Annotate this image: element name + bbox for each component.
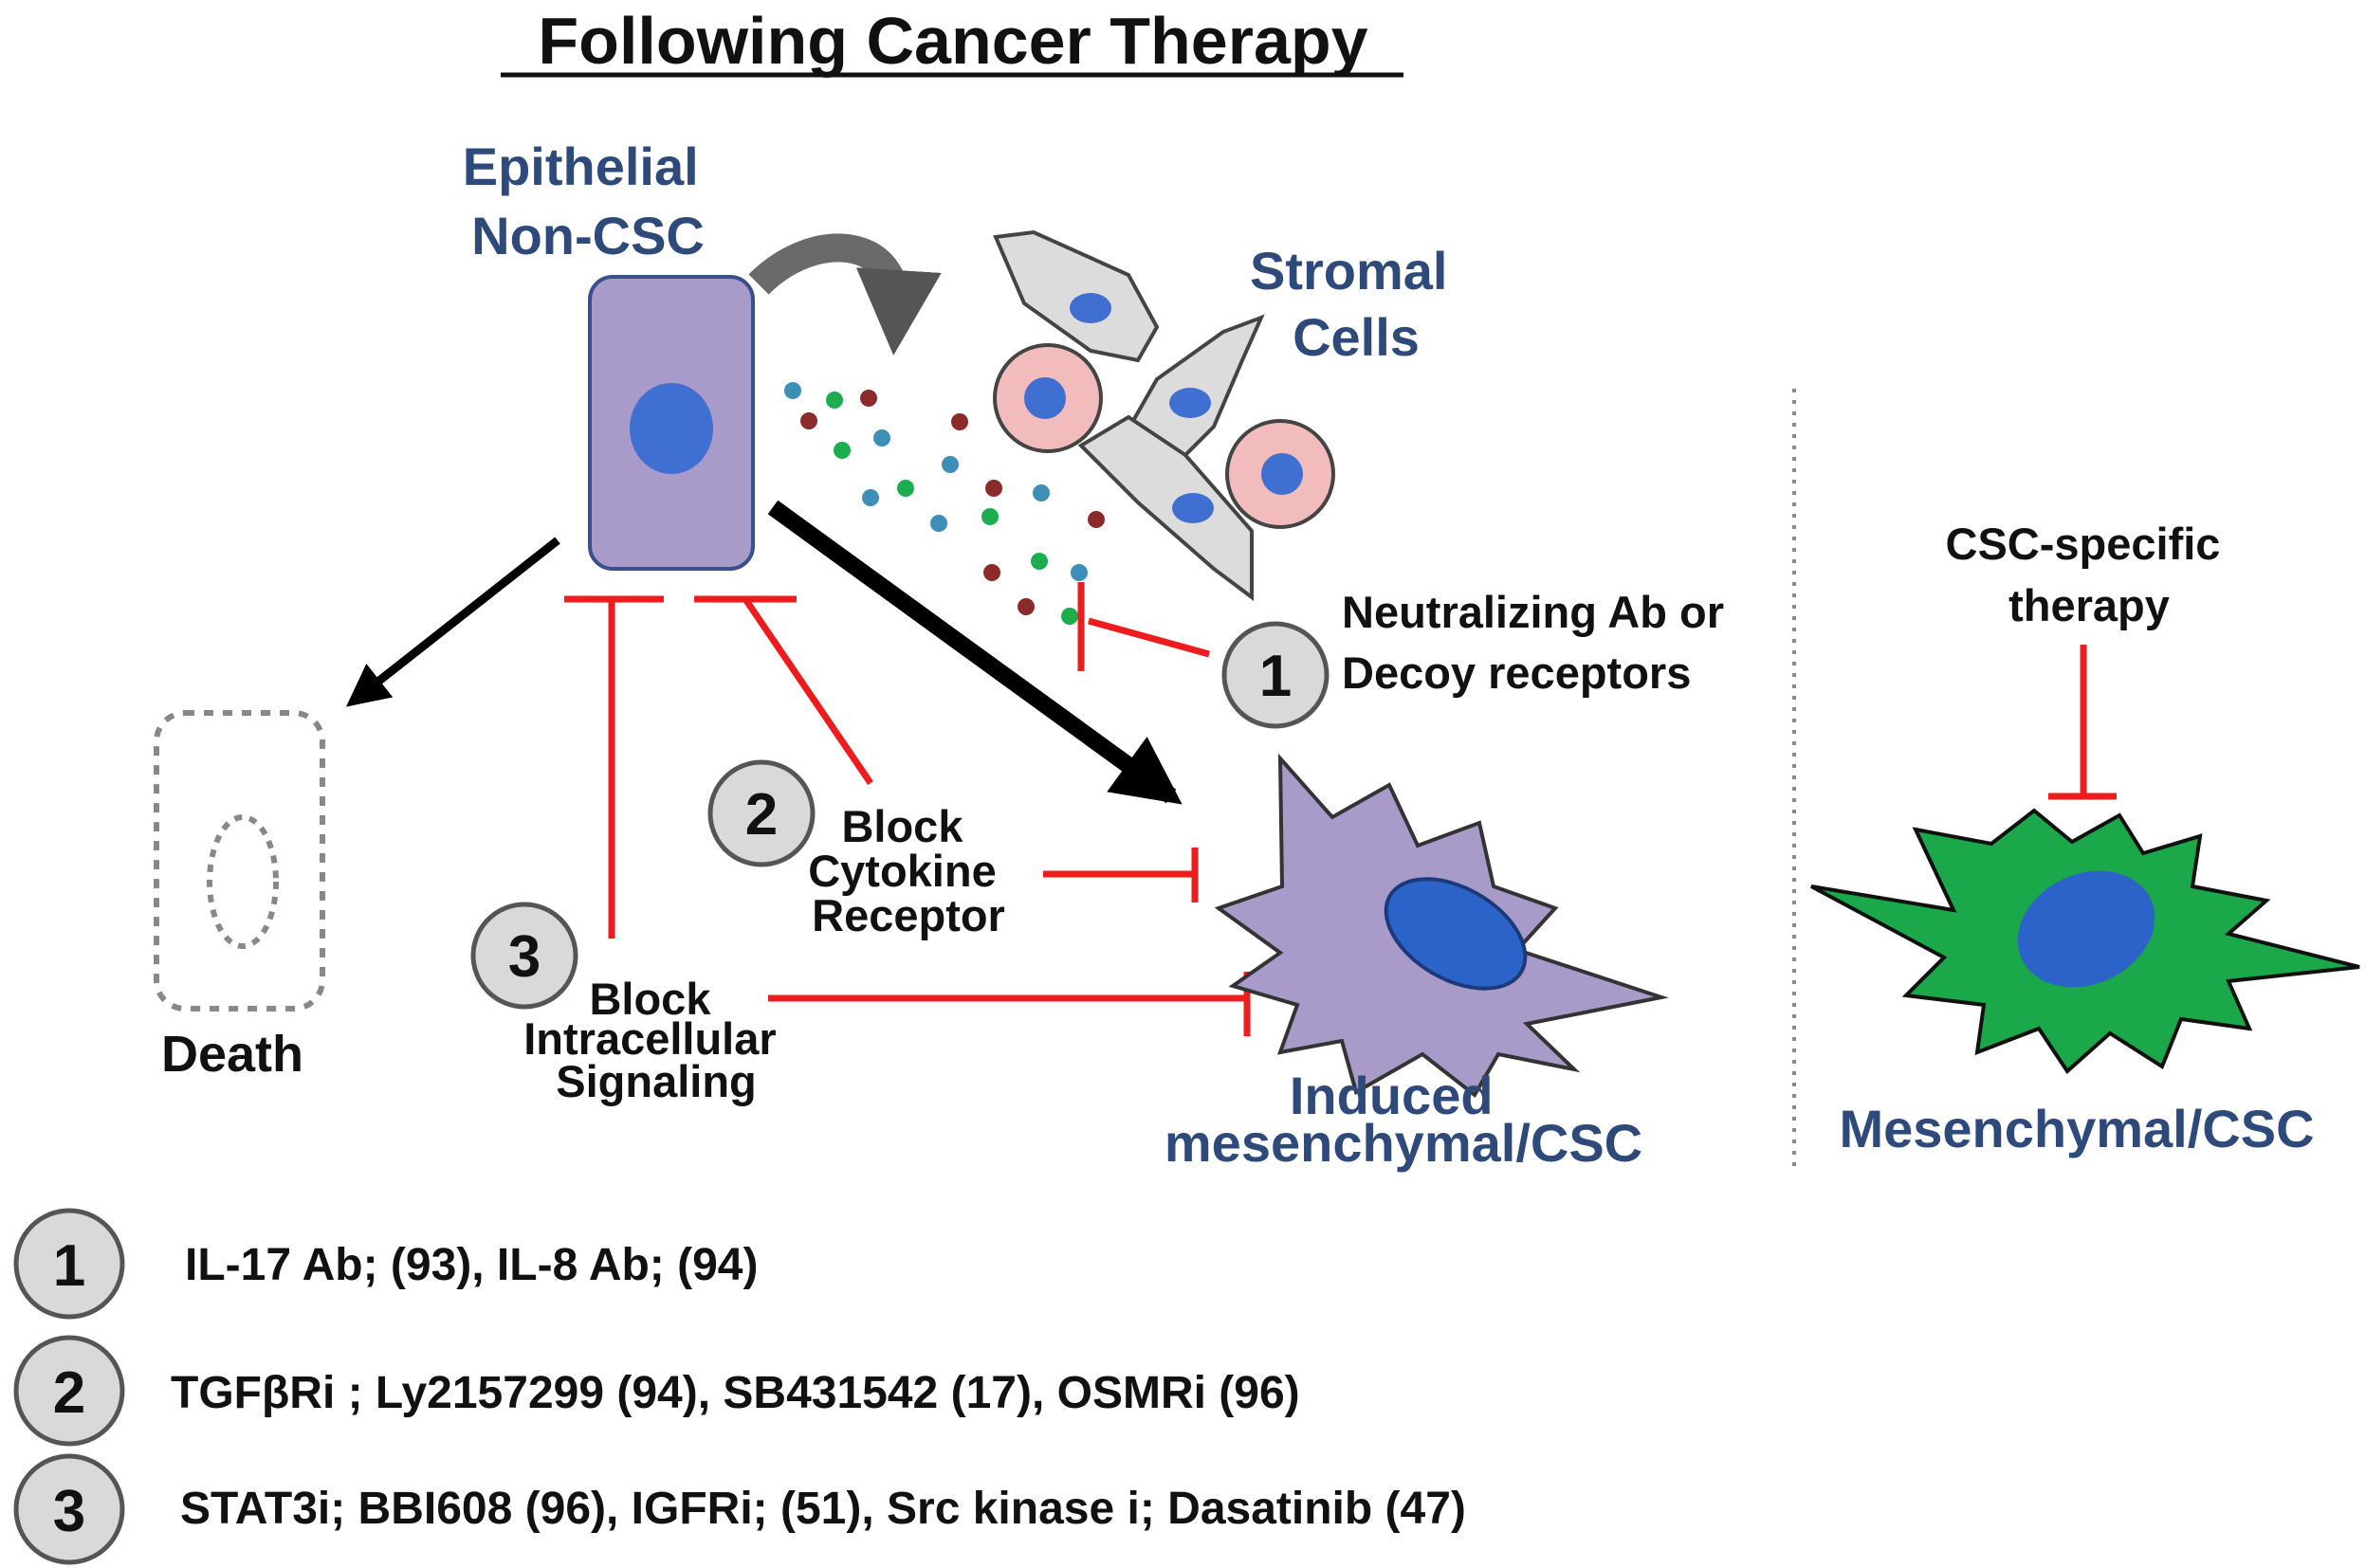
legend-text-2: TGFβRi ; Ly2157299 (94), SB431542 (17), … xyxy=(171,1368,1300,1418)
legend-text-3: STAT3i; BBI608 (96), IGFRi; (51), Src ki… xyxy=(180,1484,1466,1534)
dead-cell xyxy=(154,710,325,1012)
legend-item-3: 3 STAT3i; BBI608 (96), IGFRi; (51), Src … xyxy=(13,1453,1466,1565)
feedback-arrow xyxy=(748,233,942,356)
legend-item-1: 1 IL-17 Ab; (93), IL-8 Ab; (94) xyxy=(13,1208,758,1320)
intervention-3-label: Block Intracellular Signaling xyxy=(523,974,789,1106)
cytokine-dots xyxy=(784,382,1105,625)
epithelial-cell xyxy=(588,275,755,571)
inhibition-line-1 xyxy=(1077,582,1210,671)
badge-3 xyxy=(470,902,578,1010)
induction-arrow xyxy=(767,500,1183,805)
inhibition-line-2-receptor xyxy=(694,595,873,785)
csc-therapy-inhibition xyxy=(2048,645,2117,800)
stromal-fibroblast xyxy=(1077,414,1254,601)
mesenchymal-csc-label: Mesenchymal/CSC xyxy=(1839,1099,2314,1158)
inhibition-line-3-receptor xyxy=(564,595,664,939)
svg-text:2: 2 xyxy=(53,1360,85,1426)
inhibition-line-2-induced xyxy=(1043,848,1199,903)
epithelial-label: Epithelial Non-CSC xyxy=(463,137,714,265)
epithelial-nucleus xyxy=(630,383,713,474)
legend-text-1: IL-17 Ab; (93), IL-8 Ab; (94) xyxy=(185,1240,758,1290)
svg-text:1: 1 xyxy=(53,1233,85,1299)
badge-2-number: 2 xyxy=(745,782,778,848)
badge-3-number: 3 xyxy=(508,924,541,990)
badge-1-number: 1 xyxy=(1259,644,1292,709)
inhibition-line-3-induced xyxy=(768,972,1251,1036)
death-label: Death xyxy=(161,1026,303,1083)
intervention-2-label: Block Cytokine Receptor xyxy=(808,801,1009,940)
badge-2 xyxy=(707,759,816,867)
intervention-2: 2 Block Cytokine Receptor xyxy=(707,759,1009,940)
legend-item-2: 2 TGFβRi ; Ly2157299 (94), SB431542 (17)… xyxy=(13,1335,1300,1447)
diagram-title: Following Cancer Therapy xyxy=(538,4,1367,78)
stromal-fibroblast xyxy=(993,229,1160,363)
csc-therapy-label: CSC-specific therapy xyxy=(1946,519,2233,630)
death-arrow xyxy=(345,537,560,707)
stromal-round-cell xyxy=(993,343,1103,453)
mesenchymal-csc-nucleus xyxy=(2017,870,2155,988)
intervention-1: 1 Neutralizing Ab or Decoy receptors xyxy=(1221,587,1736,729)
badge-1 xyxy=(1221,621,1330,729)
induced-csc-label: Induced mesenchymal/CSC xyxy=(1165,1066,1642,1173)
svg-text:3: 3 xyxy=(53,1479,85,1544)
induced-csc-nucleus xyxy=(1384,877,1528,991)
legend: 1 IL-17 Ab; (93), IL-8 Ab; (94) 2 TGFβRi… xyxy=(13,1208,1466,1565)
induced-csc-cell xyxy=(1214,753,1669,1098)
stromal-cells xyxy=(993,229,1335,601)
stromal-round-cell xyxy=(1225,419,1335,529)
stromal-label: Stromal Cells xyxy=(1250,241,1462,367)
mesenchymal-csc-cell xyxy=(1810,808,2360,1075)
intervention-1-label: Neutralizing Ab or Decoy receptors xyxy=(1342,587,1736,698)
intervention-3: 3 Block Intracellular Signaling xyxy=(470,902,789,1106)
